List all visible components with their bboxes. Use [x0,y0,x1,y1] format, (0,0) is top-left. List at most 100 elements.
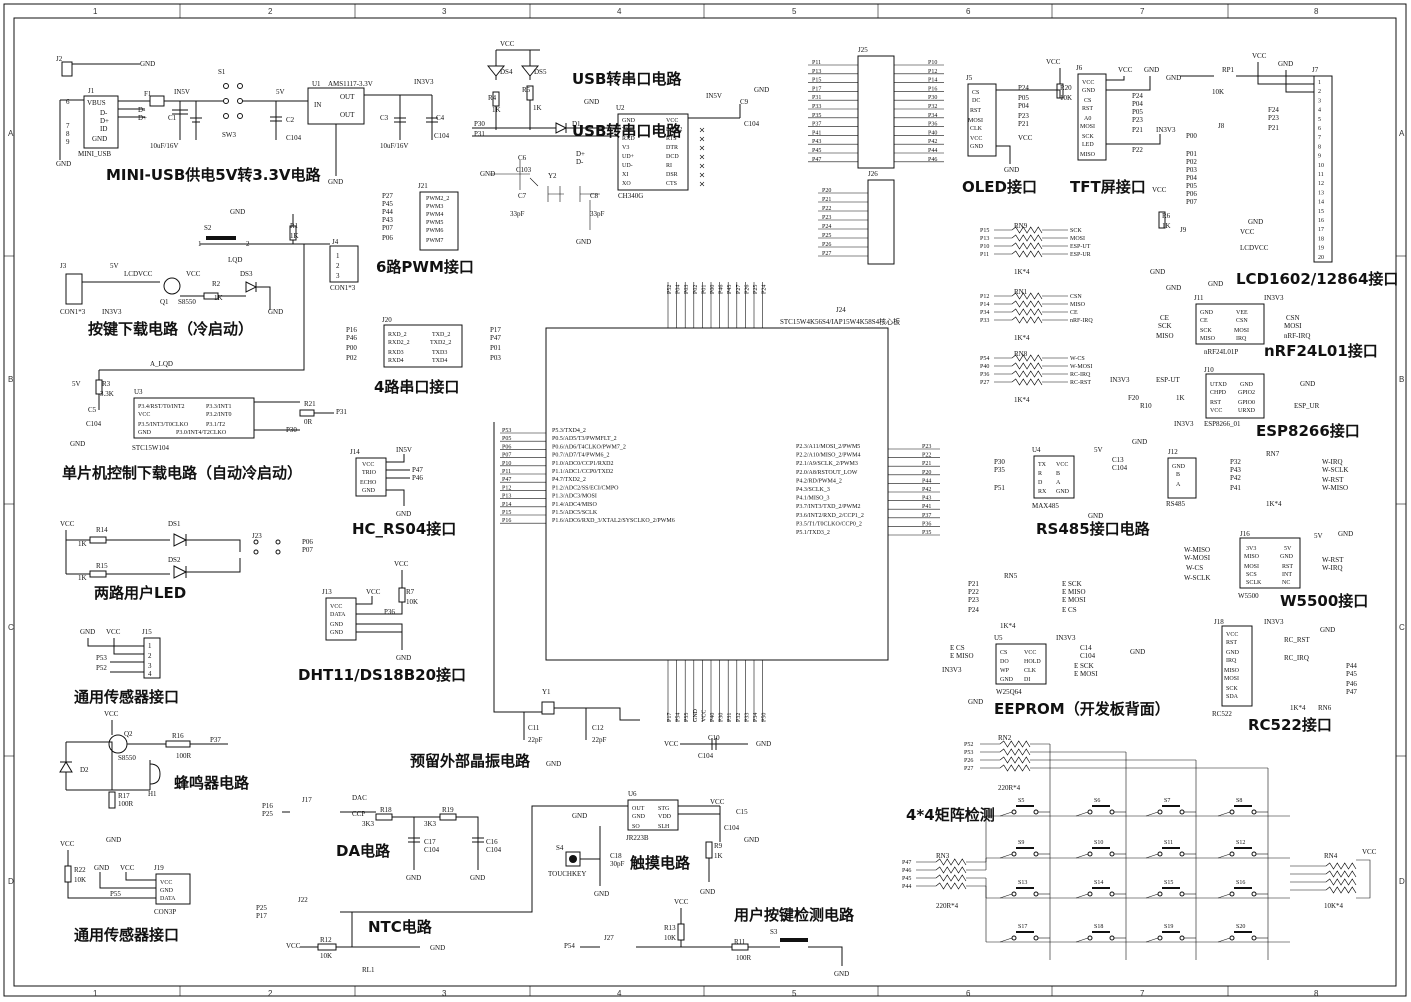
lcd-pin-number: 16 [1318,218,1324,224]
svg-text:1K*4: 1K*4 [1290,704,1306,712]
svg-text:P04: P04 [1018,102,1029,110]
svg-text:INT: INT [1282,572,1292,578]
mcu-net-bottom: P50 [762,713,768,722]
mcu-net-bottom: P55 [684,713,690,722]
ch340-pin-label: UD- [622,163,633,169]
mcu-net-bottom: P33 [744,713,750,722]
svg-text:J15: J15 [142,628,152,636]
svg-text:GND: GND [160,888,174,894]
svg-text:VCC: VCC [60,840,75,848]
mcu-pin-label: P2.1/A9/SCLK_2/PWM3 [796,461,858,467]
mcu-net-top: P52 [667,285,673,294]
title-eeprom: EEPROM（开发板背面） [994,700,1170,718]
svg-text:C15: C15 [736,808,748,816]
ch340-pin-label: DSR [666,172,678,178]
svg-text:GND: GND [1226,650,1240,656]
matrix-switch-label: S12 [1236,840,1245,846]
title-matrix: 4*4矩阵检测 [906,806,995,824]
mcu-net-bottom: P34 [753,713,759,722]
title-rc522: RC522接口 [1248,716,1332,734]
svg-text:R20: R20 [1060,84,1072,92]
svg-text:MOSI: MOSI [1284,322,1302,330]
matrix-key-switch [1145,805,1196,817]
matrix-col-net: P52 [964,742,973,748]
svg-text:P41: P41 [812,130,821,136]
ch340-pin-label: TXD [622,127,635,133]
svg-text:GND: GND [406,874,421,882]
svg-text:RC-RST: RC-RST [1070,380,1091,386]
title-sensor1: 通用传感器接口 [74,688,179,706]
matrix-key-switch [1217,847,1268,859]
svg-text:VCC: VCC [394,560,409,568]
svg-text:J13: J13 [322,588,332,596]
mcu-pin-label: P5.1/TXD3_2 [796,530,830,536]
svg-text:VCC: VCC [286,942,301,950]
svg-text:F24: F24 [1268,106,1279,114]
lcd-pin-number: 9 [1318,154,1321,160]
svg-text:R22: R22 [74,866,86,874]
svg-text:OUT: OUT [632,806,645,812]
svg-text:DS2: DS2 [168,556,181,564]
svg-text:VCC: VCC [186,270,201,278]
svg-text:TXD2_2: TXD2_2 [430,340,451,346]
svg-text:VCC: VCC [1152,186,1167,194]
svg-text:GND: GND [754,86,769,94]
svg-text:P45: P45 [1346,670,1357,678]
svg-text:CLK: CLK [970,126,983,132]
svg-text:P21: P21 [1018,120,1029,128]
max485-pin-label: TX [1038,462,1047,468]
lcd-pin-number: 5 [1318,117,1321,123]
svg-text:CSN: CSN [1070,294,1082,300]
ch340g [617,113,689,191]
svg-text:E SCK: E SCK [1062,580,1082,588]
svg-text:GND: GND [138,430,152,436]
svg-text:33pF: 33pF [510,210,525,218]
svg-text:JR223B: JR223B [626,834,649,842]
svg-text:GND: GND [1172,464,1186,470]
svg-text:C13: C13 [1112,456,1124,464]
svg-text:P15: P15 [812,78,821,84]
matrix-switch-label: S6 [1094,798,1100,804]
svg-text:GND: GND [330,630,344,636]
mcu-net-top: P25 [753,285,759,294]
svg-text:P31: P31 [812,95,821,101]
svg-text:VCC: VCC [1082,80,1094,86]
svg-text:LQD: LQD [228,256,242,264]
title-rs485: RS485接口电路 [1036,520,1151,538]
svg-text:CCP: CCP [352,810,365,818]
svg-text:3: 3 [148,662,152,670]
row-label-left-D: D [8,877,14,886]
mcu-pin-label: P0.7/AD7/T4/PWM6_2 [552,453,610,459]
svg-text:P31: P31 [336,408,347,416]
title-lcd: LCD1602/12864接口 [1236,270,1398,288]
mcu-net-left: P10 [502,461,511,467]
svg-text:P37: P37 [210,736,221,744]
svg-text:P24: P24 [968,606,979,614]
svg-text:GND: GND [94,864,109,872]
svg-text:Y2: Y2 [548,172,557,180]
svg-text:GND: GND [106,836,121,844]
ch340-pin-label: VCC [666,118,678,124]
svg-text:R15: R15 [96,562,108,570]
title-esp: ESP8266接口 [1256,422,1360,440]
mcu-pin-label: P1.3/ADC3/MOSI [552,494,597,500]
svg-text:P22: P22 [1132,146,1143,154]
svg-text:R2: R2 [212,280,221,288]
lcd-pin-number: 14 [1318,200,1324,206]
svg-text:GND: GND [1320,626,1335,634]
svg-text:10uF/16V: 10uF/16V [380,142,408,150]
svg-text:P55: P55 [110,890,121,898]
svg-text:IRQ: IRQ [1236,336,1247,342]
svg-text:PWM3: PWM3 [426,204,443,210]
svg-text:VCC: VCC [500,40,515,48]
matrix-col-net: P27 [964,766,973,772]
matrix-col-net: P26 [964,758,973,764]
svg-text:MISO: MISO [1080,152,1096,158]
svg-text:C104: C104 [744,120,760,128]
svg-text:R12: R12 [320,936,332,944]
svg-text:P24: P24 [1132,92,1143,100]
